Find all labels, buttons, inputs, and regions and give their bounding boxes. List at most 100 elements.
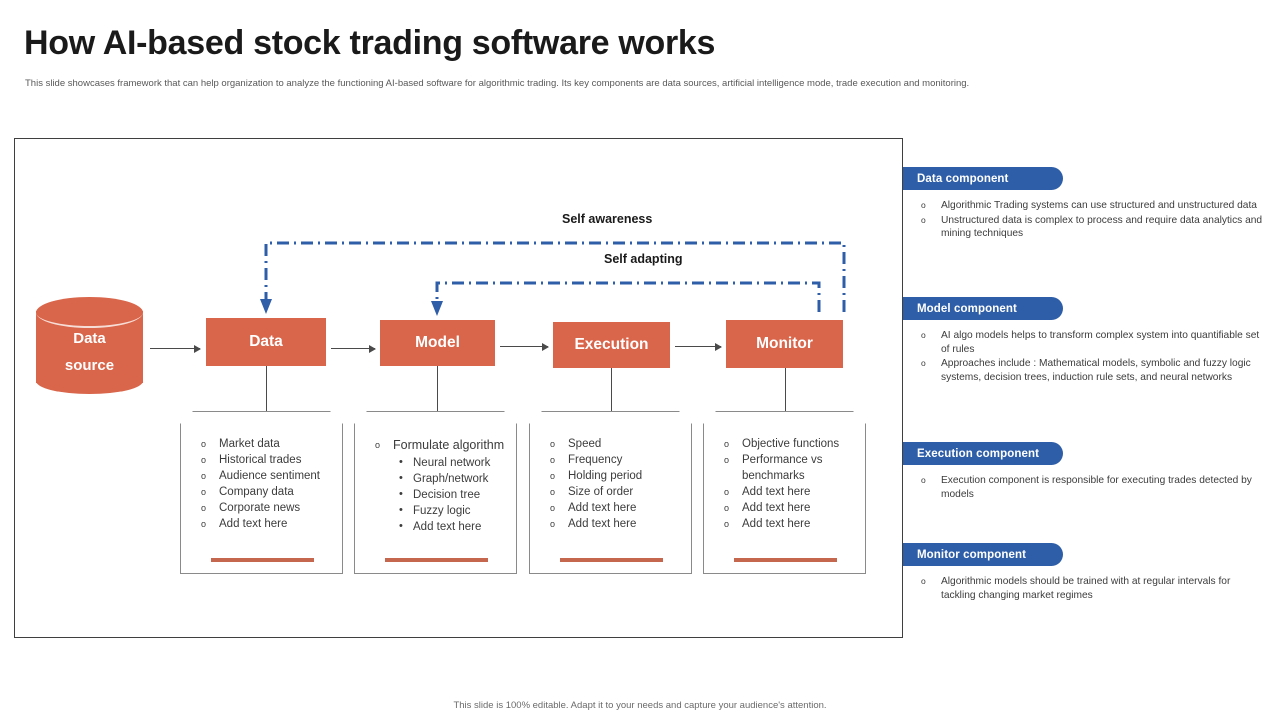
- panel-data-component: Data component o Algorithmic Trading syst…: [903, 167, 1263, 242]
- detail-card-monitor[interactable]: o Objective functions o Performance vs ben…: [703, 411, 866, 574]
- list-item: o Add text here: [538, 500, 683, 516]
- list-item: •Fuzzy logic: [395, 503, 508, 519]
- panel-title-data: Data component: [903, 167, 1063, 190]
- list-item: • Add text here: [395, 519, 508, 535]
- list-item: • Graph/network: [395, 471, 508, 487]
- bullet-circle-icon: o: [724, 455, 730, 465]
- bullet-circle-icon: o: [921, 200, 926, 210]
- list-item-label: Holding period: [568, 470, 643, 482]
- bullet-circle-icon: o: [724, 503, 730, 513]
- stage-box-execution[interactable]: Execution: [553, 322, 670, 368]
- bullet-circle-icon: o: [921, 330, 926, 340]
- list-item-label: Graph/network: [413, 473, 489, 485]
- self-awareness-label: Self awareness: [562, 212, 653, 226]
- arrow-source-to-data: [150, 344, 201, 353]
- list-item: o Holding period: [538, 468, 683, 484]
- bullet-circle-icon: o: [921, 475, 926, 485]
- bullet-circle-icon: o: [550, 519, 556, 529]
- panel-monitor-component: Monitor component o Algorithmic models sh…: [903, 543, 1263, 603]
- panel-list-item: o Unstructured data is complex to process…: [919, 214, 1263, 241]
- bullet-dot-icon: •: [399, 472, 403, 484]
- bullet-circle-icon: o: [550, 503, 556, 513]
- bullet-circle-icon: o: [201, 455, 207, 465]
- stage-box-data[interactable]: Data: [206, 318, 326, 366]
- list-item-label: Speed: [568, 438, 602, 450]
- list-item: o Add text here: [712, 500, 857, 516]
- connector-model-to-card: [437, 366, 438, 411]
- card-underline: [385, 558, 488, 562]
- bullet-circle-icon: o: [724, 519, 730, 529]
- data-source-label-line2: source: [64, 357, 115, 374]
- list-item-label: Add text here: [742, 486, 811, 498]
- bullet-dot-icon: •: [399, 520, 403, 532]
- list-item-label: Performance vs benchmarks: [742, 454, 823, 482]
- list-item-label: Audience sentiment: [219, 470, 321, 482]
- list-item-label: Fuzzy logic: [413, 505, 471, 517]
- list-item-label: Frequency: [568, 454, 623, 466]
- page-title: How AI-based stock trading software work…: [24, 24, 716, 62]
- bullet-circle-icon: o: [921, 576, 926, 586]
- list-item-label: Add text here: [742, 502, 811, 514]
- data-source-label: Data source: [36, 325, 143, 379]
- bullet-circle-icon: o: [550, 471, 556, 481]
- panel-list-item: o Execution component is responsible for …: [919, 474, 1263, 501]
- panel-list-item: o Algorithmic models should be trained wi…: [919, 575, 1263, 602]
- list-item: o Add text here: [538, 516, 683, 532]
- list-item-label: Add text here: [568, 502, 637, 514]
- list-item-label: Objective functions: [742, 438, 840, 450]
- connector-monitor-to-card: [785, 368, 786, 411]
- list-item-label: Add text here: [413, 521, 482, 533]
- detail-card-monitor-body: o Objective functions o Performance vs ben…: [704, 412, 865, 573]
- bullet-circle-icon: o: [921, 358, 926, 368]
- list-item-label: Add text here: [219, 518, 288, 530]
- detail-card-model-sublist: •Neural network •Graph/network •Decision…: [395, 455, 508, 535]
- list-item-label: Add text here: [568, 518, 637, 530]
- panel-list-item-label: Unstructured data is complex to process …: [941, 214, 1263, 240]
- arrow-data-to-model: [331, 344, 376, 353]
- list-item: •Neural network: [395, 455, 508, 471]
- data-source-label-line1: Data: [73, 330, 106, 347]
- data-source-cylinder[interactable]: Data source: [36, 297, 143, 394]
- list-item-label: Company data: [219, 486, 294, 498]
- panel-title-monitor: Monitor component: [903, 543, 1063, 566]
- bullet-circle-icon: o: [201, 519, 207, 529]
- panel-body-monitor: o Algorithmic models should be trained wi…: [903, 575, 1263, 602]
- bullet-circle-icon: o: [375, 440, 381, 450]
- bullet-circle-icon: o: [724, 487, 730, 497]
- list-item: o Performance vs benchmarks: [712, 452, 857, 484]
- panel-list-item-label: Algorithmic models should be trained wit…: [941, 576, 1231, 601]
- panel-title-model: Model component: [903, 297, 1063, 320]
- card-underline: [734, 558, 837, 562]
- bullet-dot-icon: •: [399, 456, 403, 468]
- bullet-circle-icon: o: [921, 214, 926, 225]
- panel-list-item-label: Algorithmic Trading systems can use stru…: [941, 200, 1257, 211]
- cylinder-top-ellipse: [36, 297, 143, 328]
- stage-box-model[interactable]: Model: [380, 320, 495, 366]
- arrow-execution-to-monitor: [675, 342, 722, 351]
- panel-list-item-label: Execution component is responsible for e…: [941, 475, 1252, 500]
- stage-box-monitor[interactable]: Monitor: [726, 320, 843, 368]
- card-underline: [560, 558, 663, 562]
- bullet-circle-icon: o: [550, 487, 556, 497]
- arrow-model-to-execution: [500, 342, 549, 351]
- list-item: o Frequency: [538, 452, 683, 468]
- bullet-circle-icon: o: [201, 439, 207, 449]
- bullet-circle-icon: o: [550, 455, 556, 465]
